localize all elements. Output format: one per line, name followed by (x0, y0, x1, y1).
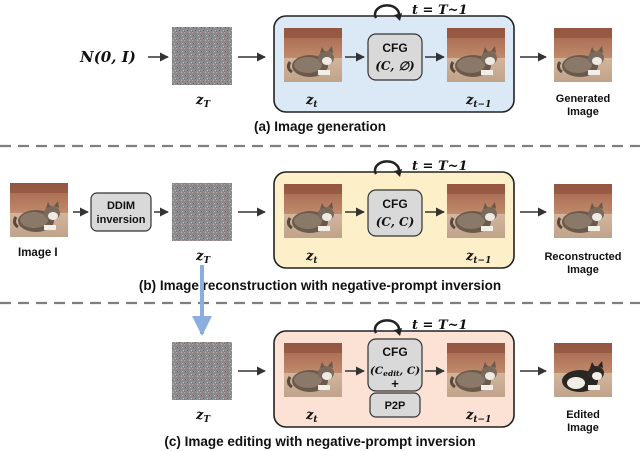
circular-arrow-icon (373, 4, 402, 21)
caption-c: (c) Image editing with negative-prompt i… (164, 434, 475, 449)
loop-label: t = T~1 (412, 159, 468, 174)
section-b: Image I DDIM inversion zT t = T~1 zt CFG… (8, 159, 622, 293)
cat-photo-icon (552, 26, 614, 84)
input-label-image: Image I (18, 247, 58, 259)
cat-photo-icon (445, 182, 507, 240)
cfg-box (367, 338, 423, 392)
cfg-box (367, 189, 423, 237)
loop-label: t = T~1 (412, 318, 468, 333)
ddim-label-line1: DDIM (107, 200, 135, 212)
ddim-label-line2: inversion (97, 214, 146, 226)
output-label-line2: Image (567, 106, 599, 118)
cfg-args: (Cedit, C) (370, 365, 420, 378)
cfg-title: CFG (382, 41, 407, 55)
cfg-box (367, 33, 423, 81)
cat-photo-icon (8, 181, 70, 239)
noise-label: zT (195, 249, 211, 266)
output-label-line2: Image (567, 264, 599, 276)
input-label-normal: N(0, I) (79, 48, 136, 66)
cat-photo-icon (554, 343, 612, 397)
section-a: N(0, I) zT t = T~1 zt CFG (C, ∅) zt−1 Ge… (79, 3, 614, 134)
noise-image-icon (172, 183, 232, 241)
p2p-label: P2P (385, 400, 406, 412)
ddim-inversion-box (90, 192, 152, 232)
output-label-line1: Edited (566, 409, 600, 421)
cat-photo-icon (282, 182, 344, 240)
output-label-line1: Reconstructed (544, 251, 621, 263)
output-label-line2: Image (567, 422, 599, 434)
cat-photo-icon (282, 26, 344, 84)
noise-image-icon (172, 342, 232, 400)
cfg-title: CFG (382, 197, 407, 211)
noise-label: zT (195, 93, 211, 110)
loop-label: t = T~1 (412, 3, 468, 18)
cat-photo-icon (282, 341, 344, 399)
noise-image-icon (172, 27, 232, 85)
output-label-line1: Generated (556, 93, 610, 105)
caption-a: (a) Image generation (254, 119, 386, 134)
cfg-args: (C, C) (376, 215, 415, 229)
cfg-title: CFG (382, 345, 407, 359)
circular-arrow-icon (373, 160, 402, 177)
section-c: zT t = T~1 zt CFG (Cedit, C) + P2P zt−1 … (164, 318, 612, 449)
cat-photo-icon (445, 26, 507, 84)
cfg-args: (C, ∅) (375, 59, 415, 73)
cat-photo-icon (552, 182, 614, 240)
cat-photo-icon (445, 341, 507, 399)
p2p-box (369, 392, 421, 418)
caption-b: (b) Image reconstruction with negative-p… (139, 278, 501, 293)
plus-sign: + (391, 376, 399, 391)
circular-arrow-icon (373, 319, 402, 336)
noise-label: zT (195, 408, 211, 425)
